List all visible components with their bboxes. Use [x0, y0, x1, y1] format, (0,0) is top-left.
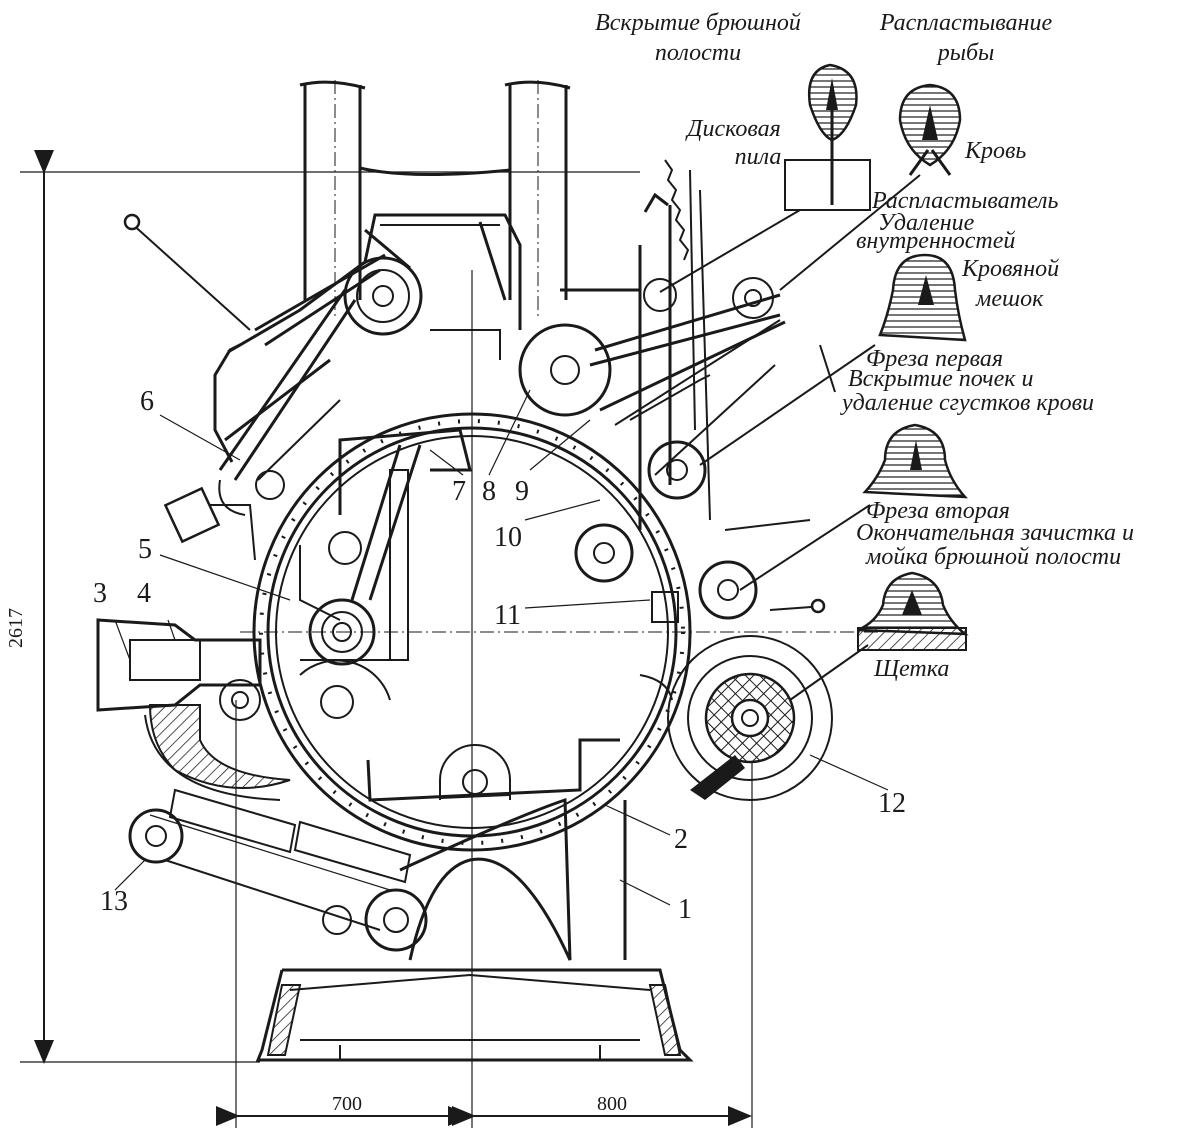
blood-label: Кровь [964, 138, 1026, 164]
fish-section-split [779, 83, 962, 291]
callout-labels: 1 2 3 4 5 6 7 8 9 10 11 12 13 [93, 386, 906, 925]
splitter-sub-line1: Удаление [878, 210, 975, 236]
inner-mechanism [299, 428, 673, 802]
callout-13: 13 [100, 886, 128, 917]
callout-3: 3 [93, 578, 107, 609]
mill-second-desc-line1: Окончательная зачистка и [856, 520, 1134, 546]
callout-6: 6 [140, 386, 154, 417]
belly-opening-title-line2: полости [655, 40, 741, 66]
upper-columns [299, 80, 571, 320]
right-width-dimension: 800 [597, 1093, 627, 1115]
splitting-title-line2: рыбы [936, 40, 995, 66]
machine-base [255, 797, 694, 1062]
belly-opening-title-line1: Вскрытие брюшной [595, 10, 801, 36]
disc-saw-label-line1: Дисковая [685, 116, 781, 142]
callout-7: 7 [452, 476, 466, 507]
brush-label: Щетка [873, 656, 949, 682]
blood-sac-label-line1: Кровяной [961, 256, 1059, 282]
callout-12: 12 [878, 788, 906, 819]
callout-4: 4 [137, 578, 151, 609]
callout-9: 9 [515, 476, 529, 507]
mill-first-desc-line1: Вскрытие почек и [848, 366, 1033, 392]
fish-section-blood-sac [699, 253, 967, 466]
mill-first-label: Фреза первая [866, 346, 1003, 372]
callout-5: 5 [138, 534, 152, 565]
callout-8: 8 [482, 476, 496, 507]
callout-2: 2 [674, 824, 688, 855]
operation-labels: Вскрытие брюшной полости Распластывание … [595, 10, 1134, 682]
callout-1: 1 [678, 894, 692, 925]
levers-and-arms [123, 159, 836, 614]
mill-first-desc-line2: удаление сгустков крови [840, 390, 1094, 416]
height-dimension: 2617 [5, 608, 27, 648]
brush-assembly [667, 635, 833, 801]
splitter-label: Распластыватель [871, 188, 1059, 214]
dimension-labels: 2617 700 800 [5, 608, 627, 1115]
blood-sac-label-line2: мешок [975, 286, 1044, 312]
left-width-dimension: 700 [332, 1093, 362, 1115]
feed-unit [96, 618, 291, 801]
conveyor [128, 788, 428, 952]
rotor-ring [240, 400, 880, 860]
disc-saw-label-line2: пила [735, 144, 782, 170]
rollers [219, 256, 774, 800]
leader-lines [114, 389, 889, 906]
splitting-title-line1: Распластывание [879, 10, 1053, 36]
callout-10: 10 [494, 522, 522, 553]
fish-section-belly [659, 63, 871, 293]
fish-section-brush [789, 571, 969, 701]
callout-11: 11 [494, 600, 521, 631]
fish-section-mill-two [739, 423, 968, 591]
mill-second-desc-line2: мойка брюшной полости [865, 544, 1121, 570]
splitter-sub-line2: внутренностей [856, 228, 1015, 254]
mill-second-label: Фреза вторая [866, 498, 1010, 524]
